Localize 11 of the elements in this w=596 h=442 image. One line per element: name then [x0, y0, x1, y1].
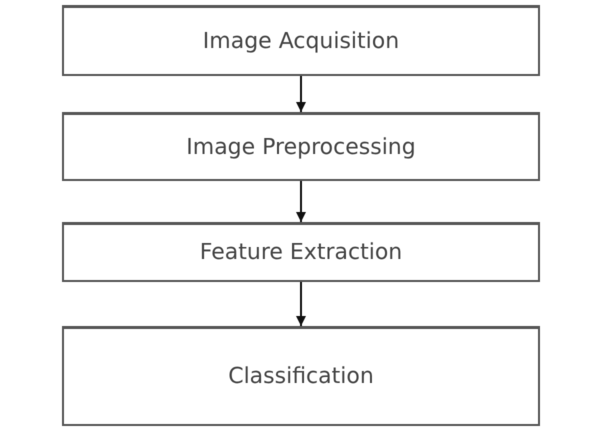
arrow [296, 282, 306, 326]
step-label: Image Acquisition [202, 28, 400, 54]
step-label: Feature Extraction [200, 240, 402, 265]
process-box [62, 326, 540, 426]
process-box [62, 5, 540, 76]
step-label: Image Preprocessing [186, 134, 416, 160]
arrow [296, 76, 306, 112]
process-box [62, 222, 540, 282]
step-label: Classification [228, 364, 374, 389]
arrow [296, 181, 306, 222]
process-box [62, 112, 540, 181]
